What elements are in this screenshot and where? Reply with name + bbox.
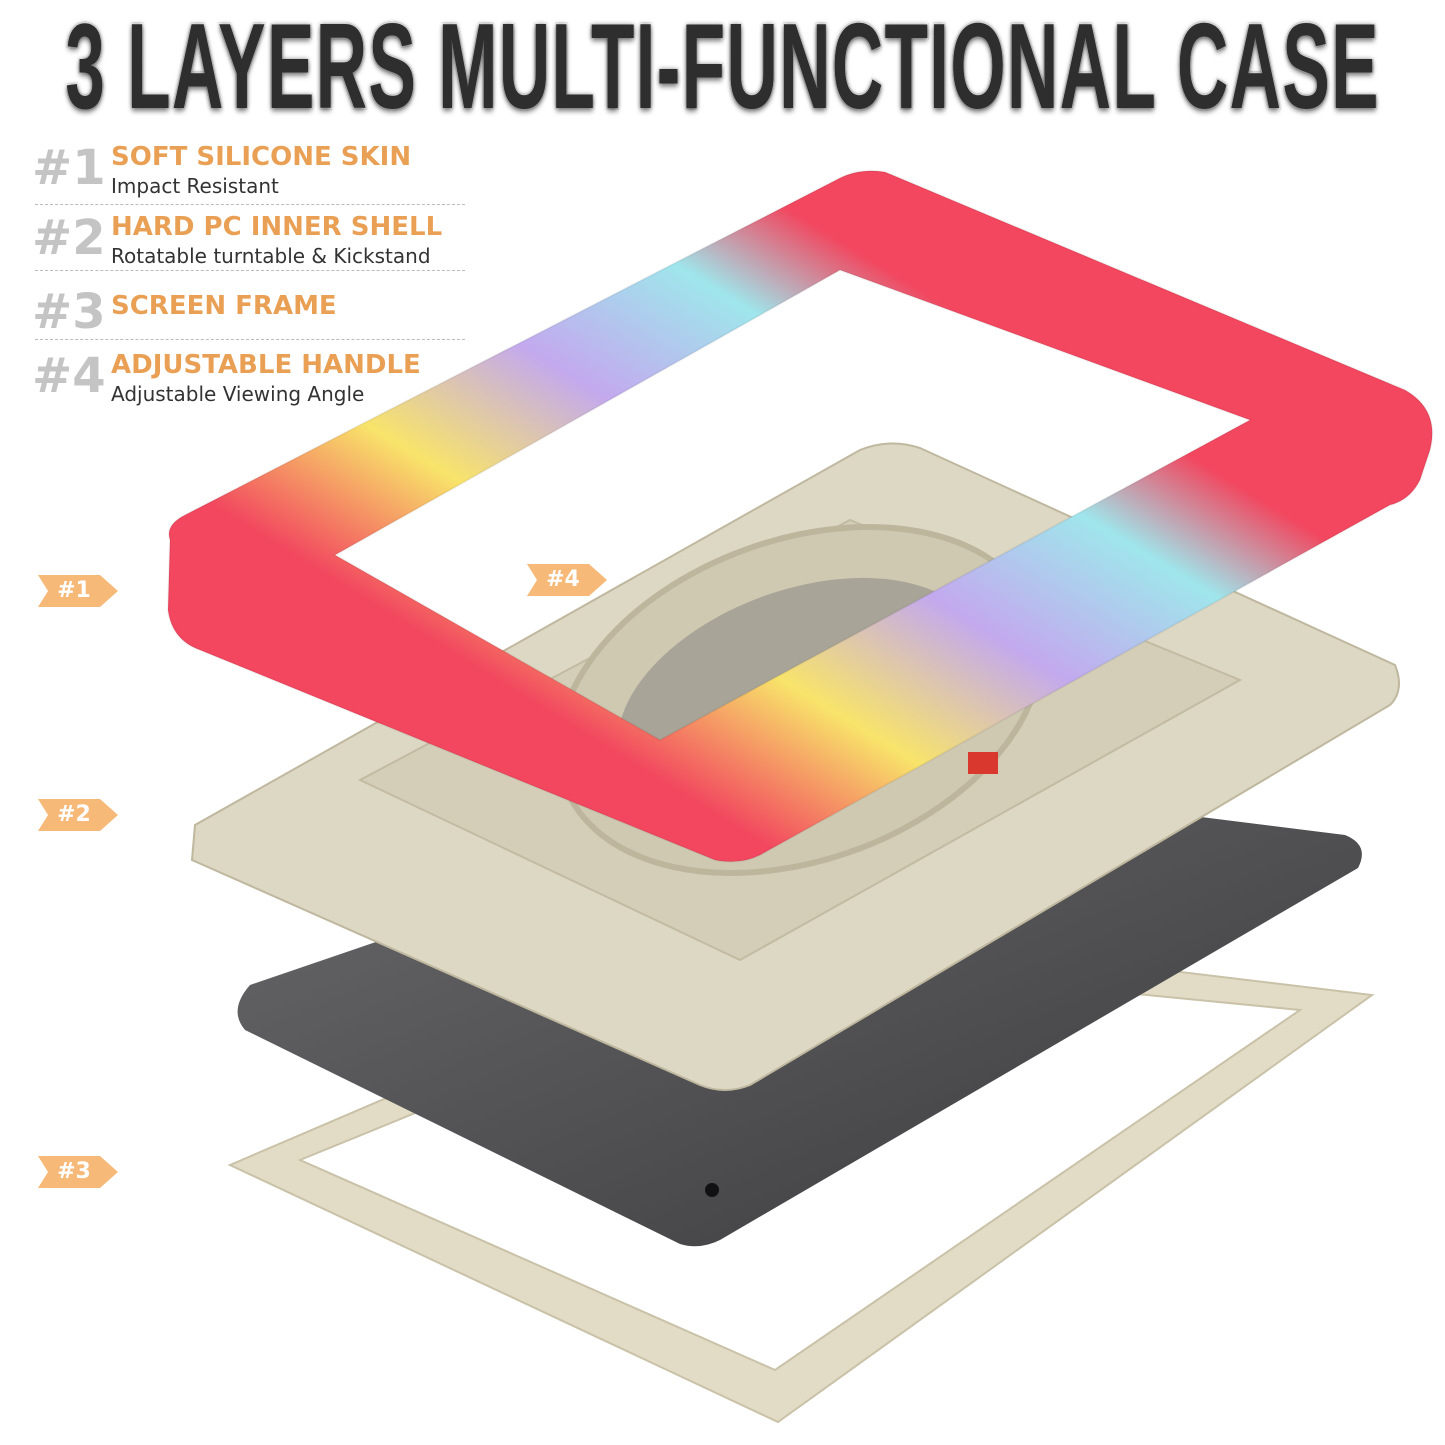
feature-4: #4 ADJUSTABLE HANDLE Adjustable Viewing … [32,348,472,410]
arrow-tag-icon [38,1156,118,1188]
tag-layer-2: #2 [38,799,118,831]
tag-layer-4: #4 [527,564,607,596]
silicone-skin [166,169,1434,863]
arrow-tag-icon [527,564,607,596]
feature-number: #3 [32,284,106,340]
tag-label: #4 [546,567,580,592]
title-banner: 3 LAYERS MULTI-FUNCTIONAL CASE [0,0,1445,134]
feature-heading: HARD PC INNER SHELL [111,212,443,242]
page-title: 3 LAYERS MULTI-FUNCTIONAL CASE [64,0,1380,134]
tag-layer-1: #1 [38,575,118,607]
feature-number: #2 [32,210,106,266]
feature-subtitle: Rotatable turntable & Kickstand [111,244,431,268]
divider [35,270,465,271]
feature-3: #3 SCREEN FRAME [32,284,472,346]
tag-label: #1 [57,578,91,603]
tag-layer-3: #3 [38,1156,118,1188]
divider [35,339,465,340]
feature-1: #1 SOFT SILICONE SKIN Impact Resistant [32,140,472,202]
arrow-tag-icon [38,799,118,831]
feature-2: #2 HARD PC INNER SHELL Rotatable turntab… [32,210,472,272]
divider [35,204,465,205]
feature-subtitle: Adjustable Viewing Angle [111,382,365,406]
feature-number: #1 [32,140,106,196]
red-lock [968,752,998,774]
arrow-tag-icon [38,575,118,607]
tag-label: #3 [57,1159,91,1184]
camera-icon [705,1183,719,1197]
feature-subtitle: Impact Resistant [111,174,279,198]
tag-label: #2 [57,802,91,827]
feature-number: #4 [32,348,106,404]
feature-heading: SOFT SILICONE SKIN [111,142,412,172]
feature-heading: SCREEN FRAME [111,291,337,321]
feature-heading: ADJUSTABLE HANDLE [111,350,421,380]
